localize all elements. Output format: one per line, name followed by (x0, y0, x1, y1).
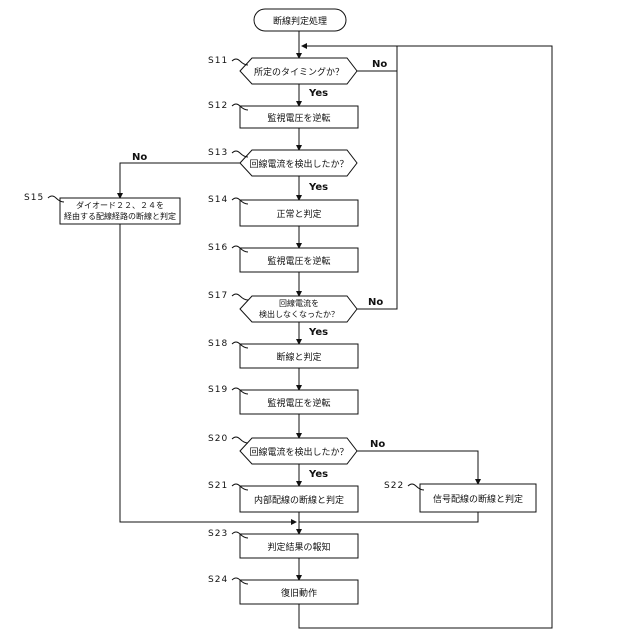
svg-text:S24: S24 (208, 575, 228, 585)
process-s18: 断線と判定 (240, 344, 358, 368)
svg-text:S20: S20 (208, 434, 228, 444)
svg-text:S16: S16 (208, 243, 228, 253)
process-s24: 復旧動作 (240, 580, 358, 604)
svg-text:回線電流を検出したか？: 回線電流を検出したか？ (249, 158, 348, 170)
s17-no-line (357, 71, 397, 309)
step-label-s11: S11 (208, 56, 248, 66)
svg-text:監視電圧を逆転: 監視電圧を逆転 (267, 112, 330, 124)
process-s23: 判定結果の報知 (240, 534, 358, 558)
svg-text:S21: S21 (208, 481, 228, 491)
step-label-s20: S20 (208, 434, 248, 444)
svg-text:回線電流を: 回線電流を (279, 298, 319, 308)
s13-no-line (120, 163, 240, 198)
s17-no-label: No (368, 297, 383, 308)
svg-text:S22: S22 (384, 481, 404, 491)
decision-s13: 回線電流を検出したか？ (240, 150, 357, 176)
svg-text:S12: S12 (208, 101, 228, 111)
svg-text:S15: S15 (24, 193, 44, 203)
process-s19: 監視電圧を逆転 (240, 390, 358, 414)
process-s16: 監視電圧を逆転 (240, 248, 358, 272)
svg-text:S11: S11 (208, 56, 228, 66)
svg-text:正常と判定: 正常と判定 (276, 208, 321, 220)
process-s21: 内部配線の断線と判定 (240, 486, 358, 512)
decision-s20: 回線電流を検出したか？ (240, 438, 357, 464)
step-label-s15: S15 (24, 193, 64, 203)
s11-yes-label: Yes (308, 88, 328, 99)
svg-text:経由する配線経路の断線と判定: 経由する配線経路の断線と判定 (64, 211, 176, 221)
s11-text: 所定のタイミングか？ (254, 66, 344, 78)
process-s22: 信号配線の断線と判定 (420, 484, 536, 512)
svg-text:ダイオード２２、２４を: ダイオード２２、２４を (76, 200, 164, 210)
svg-text:内部配線の断線と判定: 内部配線の断線と判定 (254, 494, 344, 506)
svg-text:S13: S13 (208, 148, 228, 158)
s13-no-label: No (132, 152, 147, 163)
svg-text:検出しなくなったか？: 検出しなくなったか？ (259, 309, 339, 319)
s11-no-label: No (372, 59, 387, 70)
s17-yes-label: Yes (308, 327, 328, 338)
svg-text:回線電流を検出したか？: 回線電流を検出したか？ (249, 446, 348, 458)
start-label: 断線判定処理 (273, 15, 327, 27)
svg-text:S17: S17 (208, 291, 228, 301)
step-label-s13: S13 (208, 148, 248, 158)
decision-s11: 所定のタイミングか？ (240, 58, 357, 84)
process-s12: 監視電圧を逆転 (240, 106, 358, 128)
svg-text:復旧動作: 復旧動作 (281, 587, 317, 599)
svg-text:S19: S19 (208, 385, 228, 395)
process-s15: ダイオード２２、２４を 経由する配線経路の断線と判定 (60, 198, 180, 224)
svg-text:信号配線の断線と判定: 信号配線の断線と判定 (433, 493, 523, 505)
svg-text:S23: S23 (208, 529, 228, 539)
svg-text:S14: S14 (208, 195, 228, 205)
s22-merge-line (299, 512, 478, 522)
svg-text:判定結果の報知: 判定結果の報知 (267, 541, 330, 553)
svg-text:S18: S18 (208, 339, 228, 349)
s20-yes-label: Yes (308, 469, 328, 480)
decision-s17: 回線電流を 検出しなくなったか？ (240, 296, 357, 322)
s13-yes-label: Yes (308, 182, 328, 193)
svg-text:監視電圧を逆転: 監視電圧を逆転 (267, 255, 330, 267)
start-terminal: 断線判定処理 (254, 9, 346, 31)
step-label-s22: S22 (384, 481, 424, 491)
process-s14: 正常と判定 (240, 200, 358, 226)
step-label-s17: S17 (208, 291, 248, 301)
s20-no-label: No (370, 439, 385, 450)
s20-no-line (357, 451, 478, 484)
svg-text:監視電圧を逆転: 監視電圧を逆転 (267, 397, 330, 409)
svg-text:断線と判定: 断線と判定 (276, 351, 321, 363)
